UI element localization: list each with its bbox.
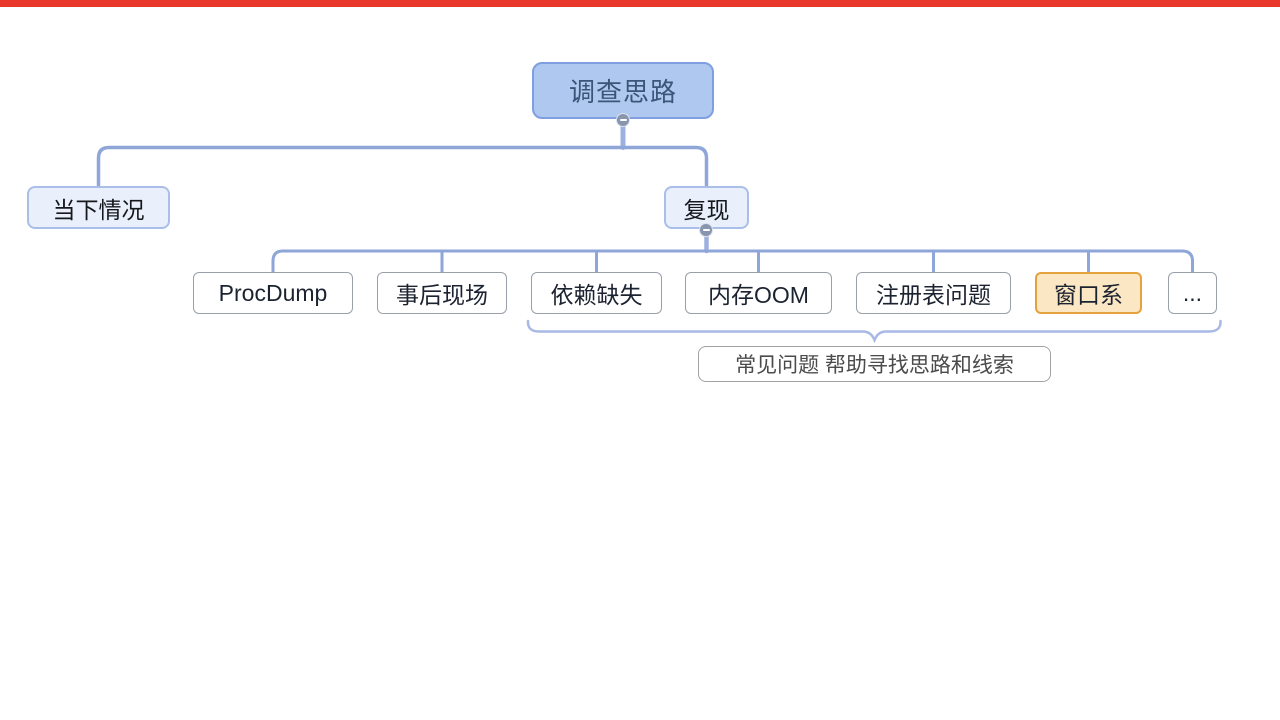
node-current-situation[interactable]: 当下情况 [27, 186, 170, 229]
node-procdump[interactable]: ProcDump [193, 272, 353, 314]
summary-label-common-problems[interactable]: 常见问题 帮助寻找思路和线索 [698, 346, 1051, 382]
minus-glyph [619, 119, 627, 121]
top-red-bar [0, 0, 1280, 7]
summary-brace [526, 319, 1222, 344]
node-root-investigation-approach[interactable]: 调查思路 [532, 62, 714, 119]
collapse-icon[interactable] [616, 113, 630, 127]
collapse-icon[interactable] [699, 223, 713, 237]
minus-glyph [702, 229, 710, 231]
node-window-system-highlighted[interactable]: 窗口系 [1035, 272, 1142, 314]
node-registry-issue[interactable]: 注册表问题 [856, 272, 1011, 314]
node-memory-oom[interactable]: 内存OOM [685, 272, 832, 314]
node-ellipsis[interactable]: ... [1168, 272, 1217, 314]
node-postmortem-scene[interactable]: 事后现场 [377, 272, 507, 314]
node-missing-dependency[interactable]: 依赖缺失 [531, 272, 662, 314]
